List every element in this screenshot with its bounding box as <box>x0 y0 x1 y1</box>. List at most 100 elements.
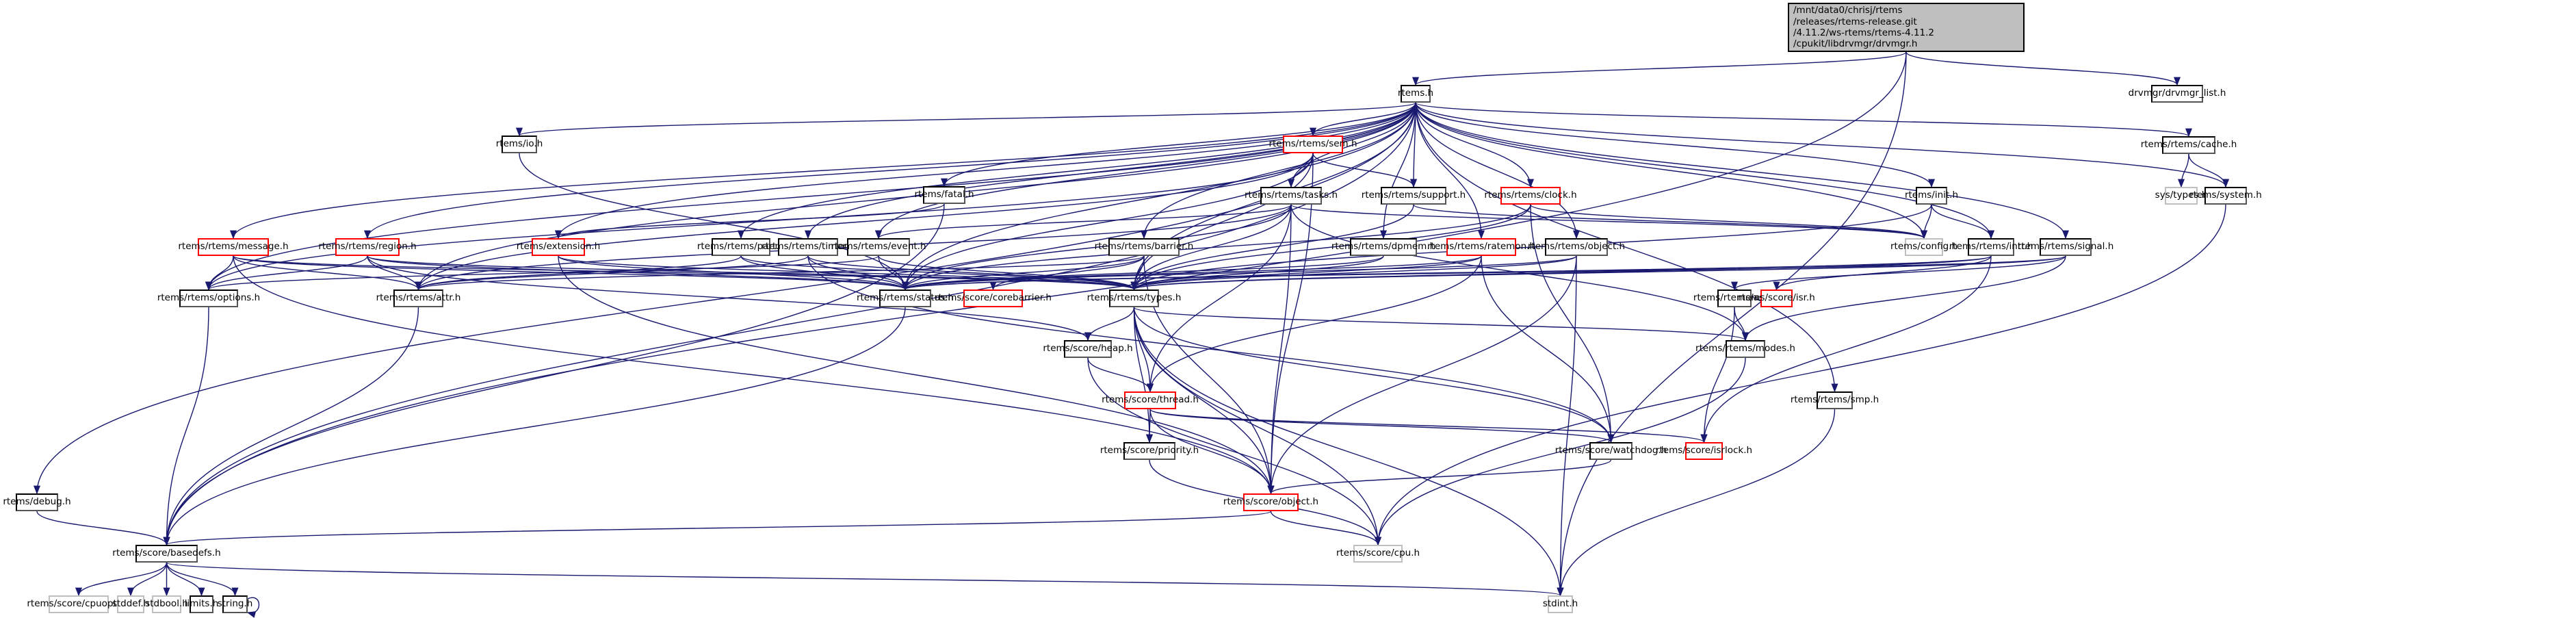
dependency-edge <box>415 255 1145 291</box>
node-clock-h[interactable]: rtems/rtems/clock.h <box>1484 187 1577 205</box>
node-corebarrier-h[interactable]: rtems/score/corebarrier.h <box>935 289 1052 307</box>
node-intr-h[interactable]: rtems/rtems/intr.h <box>1949 238 2033 256</box>
node-isr-h[interactable]: rtems/score/isr.h <box>1738 289 1815 307</box>
node-io-h[interactable]: rtems/io.h <box>496 136 543 153</box>
node-sem-h[interactable]: rtems/rtems/sem.h <box>1269 136 1357 153</box>
dependency-edge <box>740 255 1138 291</box>
node-stdint-h[interactable]: stdint.h <box>1543 595 1578 613</box>
node-config-h[interactable]: rtems/config.h <box>1890 238 1957 256</box>
node-cpu-h[interactable]: rtems/score/cpu.h <box>1336 545 1420 563</box>
node-cache-h[interactable]: rtems/rtems/cache.h <box>2141 136 2237 154</box>
dependency-edge <box>738 102 1416 240</box>
dependency-edge <box>1267 459 1612 495</box>
node-limits-h[interactable]: limits.h <box>185 595 218 613</box>
dependency-edge <box>1087 357 1154 393</box>
root-path-line-3: /4.11.2/ws-rtems/rtems-4.11.2 <box>1793 27 1935 38</box>
node-status-h[interactable]: rtems/rtems/status.h <box>857 289 954 307</box>
dependency-edge <box>1905 51 2181 86</box>
dependency-edge <box>1415 102 1935 188</box>
node-basedefs-h[interactable]: rtems/score/basedefs.h <box>112 545 221 563</box>
dependency-edge <box>233 255 422 291</box>
node-signal-h[interactable]: rtems/rtems/signal.h <box>2018 238 2113 256</box>
node-cpuopts-h[interactable]: rtems/score/cpuopts.h <box>27 595 131 613</box>
node-system-h[interactable]: rtems/system.h <box>2189 187 2262 205</box>
node-stdbool-h[interactable]: stdbool.h <box>145 595 188 613</box>
node-string-h[interactable]: string.h <box>218 595 252 613</box>
node-ratemon-h[interactable]: rtems/rtems/ratemon.h <box>1427 238 1535 256</box>
node-types-h[interactable]: rtems/rtems/types.h <box>1087 289 1181 307</box>
dependency-edge <box>205 255 879 291</box>
node-fatal-h[interactable]: rtems/fatal.h <box>914 186 974 204</box>
node-smp-h[interactable]: rtems/rtems/smp.h <box>1791 391 1879 409</box>
node-debug-h[interactable]: rtems/debug.h <box>3 493 71 511</box>
node-region-h[interactable]: rtems/rtems/region.h <box>318 238 417 256</box>
dependency-edge <box>166 562 1563 597</box>
node-message-h[interactable]: rtems/rtems/message.h <box>178 238 289 256</box>
dependency-edge <box>1146 204 1292 393</box>
dependency-edge <box>233 255 1137 291</box>
dependency-edge <box>1731 255 2066 291</box>
dependency-edge <box>902 255 1482 291</box>
dependency-edge <box>1415 102 2229 188</box>
dependency-edge <box>1557 255 1577 597</box>
dependency-edge <box>1375 357 1746 546</box>
dependency-edge <box>1267 255 1577 495</box>
node-options-h[interactable]: rtems/rtems/options.h <box>157 289 260 307</box>
dependency-edge <box>555 203 945 240</box>
dependency-edge <box>75 562 168 597</box>
node-object-rtems-h[interactable]: rtems/rtems/object.h <box>1528 238 1625 256</box>
dependency-edge <box>1087 357 1382 546</box>
node-extension-h[interactable]: rtems/extension.h <box>517 238 600 256</box>
node-modes-h[interactable]: rtems/rtems/modes.h <box>1695 340 1795 358</box>
node-stddef-h[interactable]: stddef.h <box>112 595 149 613</box>
dependency-edge <box>1287 102 1416 188</box>
node-drvmgr-list-h[interactable]: drvmgr/drvmgr_list.h <box>2129 85 2226 103</box>
node-heap-h[interactable]: rtems/score/heap.h <box>1043 340 1133 358</box>
dependency-edge <box>233 255 1275 495</box>
dependency-edge <box>166 562 205 597</box>
dependency-edge <box>163 307 209 546</box>
dependency-edge <box>1133 307 1154 443</box>
dependency-edge <box>558 255 1275 495</box>
dependency-edge <box>1084 307 1135 342</box>
dependency-edge <box>1773 255 1992 291</box>
dependency-edge <box>902 255 2066 291</box>
root-path-line-1: /mnt/data0/chrisj/rtems <box>1793 5 1903 16</box>
dependency-edge <box>1700 255 1992 443</box>
node-init-h[interactable]: rtems/init.h <box>1905 187 1958 205</box>
dependency-edge <box>1557 51 1907 597</box>
node-attr-h[interactable]: rtems/rtems/attr.h <box>376 289 460 307</box>
node-isrlock-h[interactable]: rtems/score/isrlock.h <box>1656 442 1752 460</box>
dependency-edge <box>1700 307 1735 443</box>
dependency-edge <box>1481 255 1615 443</box>
node-dpmem-h[interactable]: rtems/rtems/dpmem.h <box>1331 238 1435 256</box>
dependency-edge <box>205 255 368 291</box>
dependency-edge <box>1415 102 2069 240</box>
node-event-h[interactable]: rtems/rtems/event.h <box>831 238 926 256</box>
dependency-edge <box>902 204 1292 291</box>
node-thread-h[interactable]: rtems/score/thread.h <box>1102 391 1199 409</box>
dependency-edge <box>1931 204 1994 240</box>
dependency-edge <box>1310 102 1416 137</box>
node-barrier-h[interactable]: rtems/rtems/barrier.h <box>1095 238 1193 256</box>
node-priority-h[interactable]: rtems/score/priority.h <box>1100 442 1199 460</box>
node-support-h[interactable]: rtems/rtems/support.h <box>1362 187 1466 205</box>
node-root-drvmgr-h[interactable]: /mnt/data0/chrisj/rtems /releases/rtems-… <box>1788 3 2025 52</box>
node-part-h[interactable]: rtems/rtems/part.h <box>697 238 785 256</box>
dependency-edge <box>164 511 1272 546</box>
dependency-edge <box>1412 51 1907 86</box>
dependency-edge <box>367 255 909 291</box>
dependency-edge <box>1130 255 1577 291</box>
node-timer-h[interactable]: rtems/rtems/timer.h <box>762 238 855 256</box>
dependency-edge <box>415 255 809 291</box>
dependency-edge <box>1133 307 1382 546</box>
dependency-edge <box>941 102 1416 188</box>
dependency-edge <box>1290 204 1927 240</box>
node-rtems-h[interactable]: rtems.h <box>1398 85 1433 103</box>
dependency-edge <box>166 562 239 597</box>
node-sys-types-h[interactable]: sys/types.h <box>2155 187 2207 205</box>
node-watchdog-h[interactable]: rtems/score/watchdog.h <box>1555 442 1667 460</box>
node-object-score-h[interactable]: rtems/score/object.h <box>1223 493 1318 511</box>
node-tasks-h[interactable]: rtems/rtems/tasks.h <box>1245 187 1338 205</box>
dependency-edge <box>902 102 1416 291</box>
